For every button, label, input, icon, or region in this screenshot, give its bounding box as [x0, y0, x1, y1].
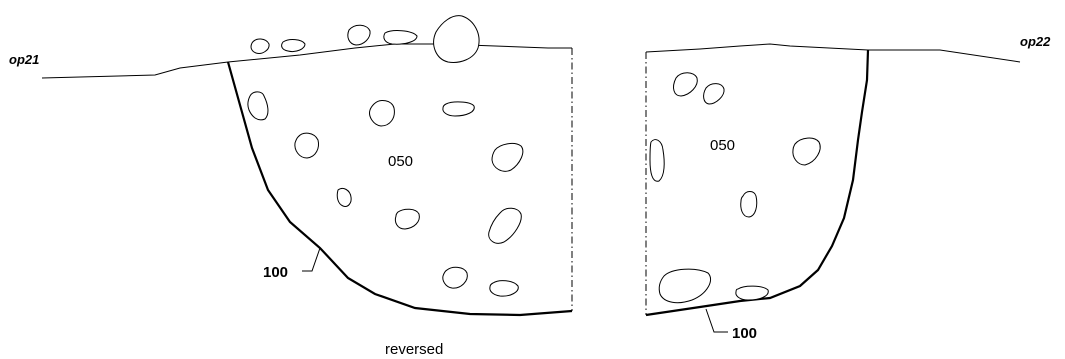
- stone: [673, 72, 698, 97]
- stone: [247, 91, 269, 121]
- section-op22: op22 050 100: [645, 34, 1051, 342]
- stone: [442, 266, 468, 289]
- stone: [394, 208, 420, 230]
- stone: [369, 100, 395, 127]
- stone: [347, 24, 371, 46]
- stone: [735, 285, 769, 301]
- stone: [383, 30, 418, 45]
- stone: [336, 187, 352, 207]
- stone: [281, 39, 306, 52]
- stone: [792, 137, 821, 166]
- stone: [294, 132, 319, 159]
- section-name-op21: op21: [9, 52, 39, 67]
- fill-label-left: 050: [388, 153, 413, 170]
- stone: [703, 83, 725, 105]
- stone: [658, 268, 712, 304]
- stone: [433, 15, 480, 63]
- cut-edge-right: [645, 49, 870, 317]
- stone: [740, 191, 758, 218]
- cut-edge-left: [226, 61, 573, 317]
- stone: [489, 280, 519, 297]
- ground-surface-right: [645, 43, 1021, 63]
- stone: [442, 101, 475, 117]
- stone: [250, 38, 270, 54]
- cut-label-leader-right: [705, 308, 728, 333]
- fill-label-right: 050: [710, 137, 735, 154]
- cut-label-leader-left: [302, 247, 321, 272]
- stone: [491, 142, 524, 172]
- caption-reversed: reversed: [385, 341, 443, 358]
- ground-surface-left: [41, 43, 572, 79]
- stone: [649, 139, 665, 182]
- cut-label-left: 100: [263, 264, 288, 281]
- section-op21: op21 050 100 reversed: [9, 15, 573, 358]
- section-name-op22: op22: [1020, 34, 1051, 49]
- stone: [488, 207, 522, 244]
- cut-label-right: 100: [732, 325, 757, 342]
